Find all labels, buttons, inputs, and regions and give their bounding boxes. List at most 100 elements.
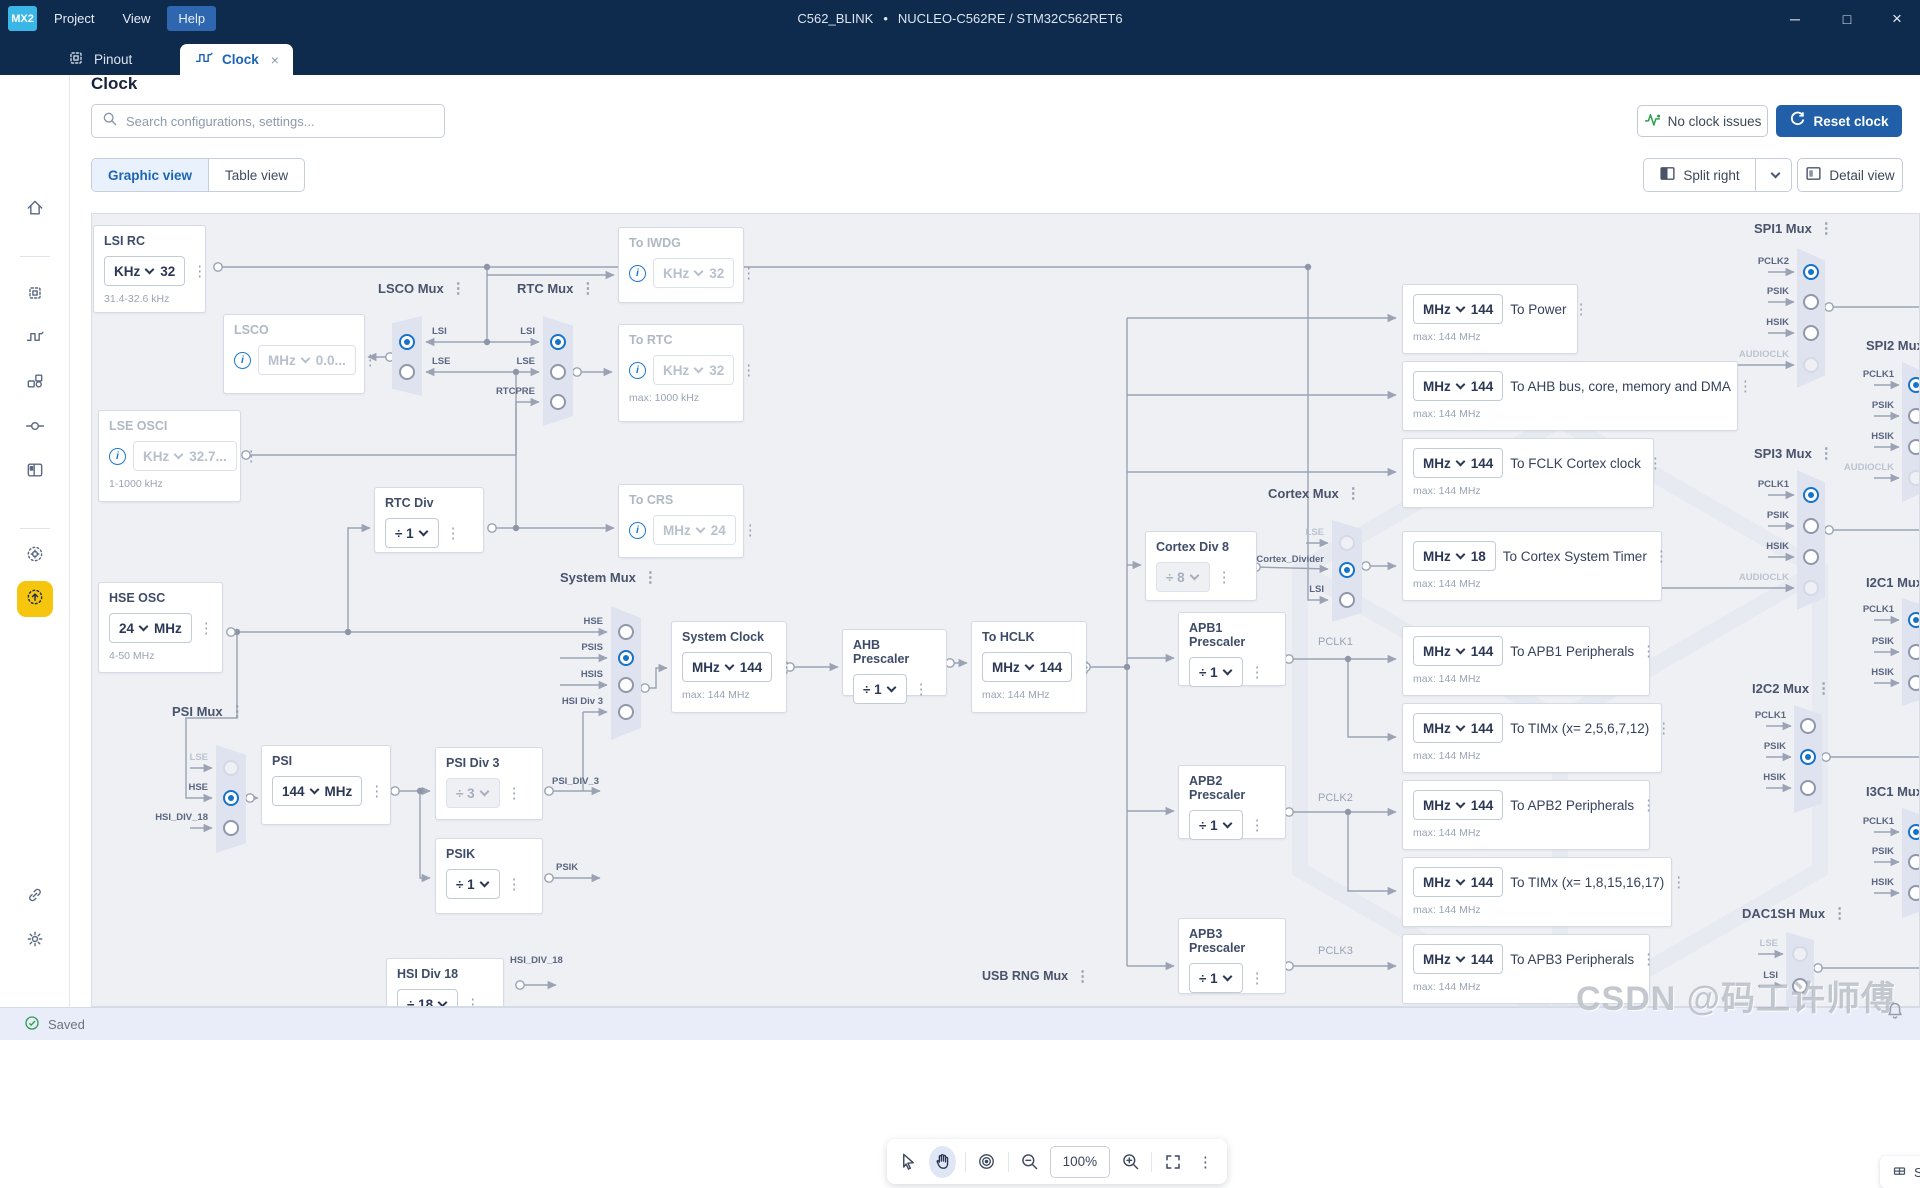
kebab-menu-icon[interactable]: ⋮ [198, 619, 214, 637]
kebab-menu-icon[interactable]: ⋮ [192, 262, 208, 280]
kebab-menu-icon[interactable]: ⋮ [1653, 547, 1669, 565]
mux-input-radio-lse[interactable] [399, 364, 415, 380]
kebab-menu-icon[interactable]: ⋮ [1737, 377, 1753, 395]
mux-input-radio-hsik[interactable] [1803, 325, 1819, 341]
zoom-out-button[interactable] [1017, 1148, 1040, 1176]
zoom-in-button[interactable] [1119, 1148, 1142, 1176]
sidebar-item-update[interactable] [17, 581, 53, 617]
mux-input-radio-cortex-divider[interactable] [1339, 562, 1355, 578]
kebab-menu-icon[interactable]: ⋮ [1818, 445, 1834, 462]
mux-input-radio-psik[interactable] [1800, 749, 1816, 765]
tab-pinout[interactable]: Pinout [52, 44, 146, 75]
mux-input-radio-pclk1[interactable] [1908, 824, 1919, 840]
mux-input-radio-psik[interactable] [1908, 644, 1919, 660]
kebab-menu-icon[interactable]: ⋮ [369, 782, 385, 800]
kebab-menu-icon[interactable]: ⋮ [741, 361, 757, 379]
tab-table-view[interactable]: Table view [225, 167, 289, 183]
kebab-menu-icon[interactable]: ⋮ [1641, 642, 1657, 660]
kebab-menu-icon[interactable]: ⋮ [779, 658, 795, 676]
value-select[interactable]: ÷ 1 [853, 674, 907, 704]
mux-input-radio-audioclk[interactable] [1803, 357, 1819, 373]
info-icon[interactable]: i [629, 264, 646, 282]
mux-input-radio-pclk1[interactable] [1800, 718, 1816, 734]
menu-item-help[interactable]: Help [167, 6, 217, 31]
info-icon[interactable]: i [234, 351, 251, 369]
kebab-menu-icon[interactable]: ⋮ [741, 264, 757, 282]
kebab-menu-icon[interactable]: ⋮ [1641, 950, 1657, 968]
value-select[interactable]: ÷ 1 [1189, 963, 1243, 993]
kebab-menu-icon[interactable]: ⋮ [362, 351, 378, 369]
mux-input-radio-lsi[interactable] [1792, 978, 1808, 994]
minimize-button[interactable]: ─ [1790, 10, 1800, 27]
mux-input-radio-lsi[interactable] [399, 334, 415, 350]
kebab-menu-icon[interactable]: ⋮ [1249, 663, 1265, 681]
info-icon[interactable]: i [629, 361, 646, 379]
no-clock-issues-button[interactable]: No clock issues [1637, 105, 1768, 137]
split-right-button[interactable]: Split right [1643, 158, 1756, 192]
pan-tool-button[interactable] [929, 1145, 957, 1178]
kebab-menu-icon[interactable]: ⋮ [1249, 969, 1265, 987]
kebab-menu-icon[interactable]: ⋮ [465, 995, 481, 1007]
mux-input-radio-hsi-div-18[interactable] [223, 820, 239, 836]
value-select[interactable]: ÷ 3 [446, 778, 500, 808]
mux-input-radio-hsi-div-3[interactable] [618, 704, 634, 720]
kebab-menu-icon[interactable]: ⋮ [1816, 680, 1832, 697]
mux-input-radio-hsik[interactable] [1803, 549, 1819, 565]
mux-input-radio-hse[interactable] [618, 624, 634, 640]
maximize-button[interactable]: □ [1842, 10, 1852, 27]
info-icon[interactable]: i [109, 447, 126, 465]
kebab-menu-icon[interactable]: ⋮ [243, 447, 259, 465]
close-button[interactable]: × [1892, 8, 1902, 28]
sidebar-item-pin-config[interactable] [17, 410, 53, 446]
mux-input-radio-audioclk[interactable] [1803, 580, 1819, 596]
value-select[interactable]: ÷ 1 [1189, 657, 1243, 687]
kebab-menu-icon[interactable]: ⋮ [1656, 719, 1672, 737]
mux-input-radio-psik[interactable] [1803, 518, 1819, 534]
sidebar-item-project-blocks[interactable] [17, 365, 53, 401]
mux-input-radio-rtcpre[interactable] [550, 394, 566, 410]
shortcuts-button[interactable]: Shortcuts [1880, 1156, 1920, 1188]
value-select[interactable]: ÷ 18 [397, 989, 459, 1006]
kebab-menu-icon[interactable]: ⋮ [229, 703, 245, 720]
kebab-menu-icon[interactable]: ⋮ [580, 280, 596, 297]
mux-input-radio-lse[interactable] [1339, 535, 1355, 551]
kebab-menu-icon[interactable]: ⋮ [913, 680, 929, 698]
fullscreen-button[interactable] [1161, 1148, 1184, 1176]
sidebar-item-home[interactable] [17, 192, 53, 228]
cursor-tool-button[interactable] [897, 1148, 920, 1176]
kebab-menu-icon[interactable]: ⋮ [642, 569, 658, 586]
kebab-menu-icon[interactable]: ⋮ [1671, 873, 1687, 891]
mux-input-radio-audioclk[interactable] [1908, 470, 1919, 486]
tab-clock[interactable]: Clock × [180, 44, 293, 75]
split-right-dropdown[interactable] [1756, 158, 1792, 192]
menu-item-view[interactable]: View [122, 11, 151, 26]
mux-input-radio-lse[interactable] [223, 760, 239, 776]
sidebar-item-settings[interactable] [17, 923, 53, 959]
mux-input-radio-lsi[interactable] [1339, 592, 1355, 608]
mux-input-radio-psis[interactable] [618, 650, 634, 666]
mux-input-radio-psik[interactable] [1803, 294, 1819, 310]
mux-input-radio-hsik[interactable] [1800, 780, 1816, 796]
kebab-menu-icon[interactable]: ⋮ [1079, 658, 1095, 676]
toolbar-more-button[interactable]: ⋮ [1197, 1153, 1213, 1171]
close-tab-icon[interactable]: × [270, 51, 279, 68]
kebab-menu-icon[interactable]: ⋮ [1345, 485, 1361, 502]
sidebar-item-board[interactable] [17, 454, 53, 490]
